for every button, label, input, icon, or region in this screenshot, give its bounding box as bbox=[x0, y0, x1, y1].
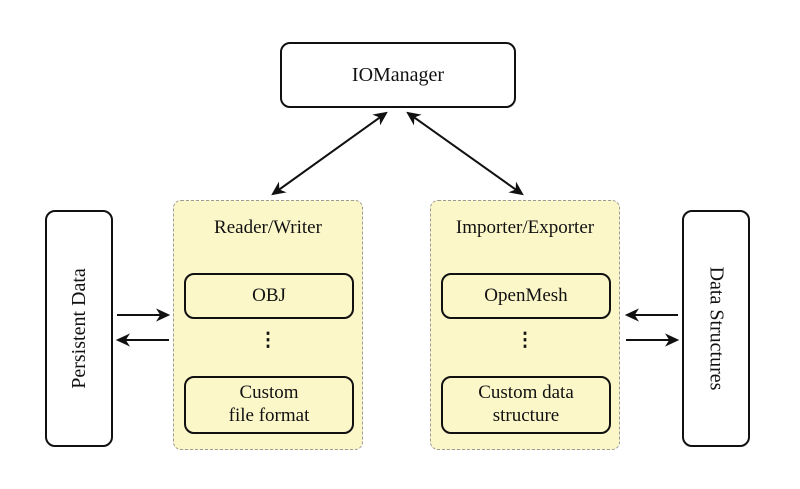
custom-data-structure-node: Custom data structure bbox=[441, 376, 611, 434]
reader-writer-panel: Reader/Writer OBJ ⋮ Custom file format bbox=[173, 200, 363, 450]
data-structures-label: Data Structures bbox=[705, 266, 728, 391]
custom-data-structure-line1: Custom data bbox=[478, 382, 574, 404]
iomanager-node: IOManager bbox=[280, 42, 516, 108]
custom-file-format-line1: Custom bbox=[239, 382, 299, 404]
reader-writer-ellipsis: ⋮ bbox=[258, 330, 278, 351]
openmesh-label: OpenMesh bbox=[484, 284, 568, 306]
reader-writer-title: Reader/Writer bbox=[214, 217, 322, 238]
obj-node: OBJ bbox=[184, 273, 354, 319]
openmesh-node: OpenMesh bbox=[441, 273, 611, 319]
custom-file-format-line2: file format bbox=[228, 405, 310, 426]
obj-label: OBJ bbox=[252, 284, 286, 306]
data-structures-node: Data Structures bbox=[682, 210, 750, 447]
iomanager-readerwriter-arrow bbox=[271, 111, 388, 196]
importer-exporter-panel: Importer/Exporter OpenMesh ⋮ Custom data… bbox=[430, 200, 620, 450]
iomanager-importerexporter-arrow bbox=[406, 111, 524, 196]
iomanager-label: IOManager bbox=[351, 63, 445, 86]
importer-exporter-ellipsis: ⋮ bbox=[515, 330, 535, 351]
custom-data-structure-line2: structure bbox=[492, 405, 560, 426]
persistent-data-node: Persistent Data bbox=[45, 210, 113, 447]
custom-file-format-node: Custom file format bbox=[184, 376, 354, 434]
persistent-data-label: Persistent Data bbox=[67, 268, 90, 389]
importer-exporter-title: Importer/Exporter bbox=[455, 217, 595, 238]
